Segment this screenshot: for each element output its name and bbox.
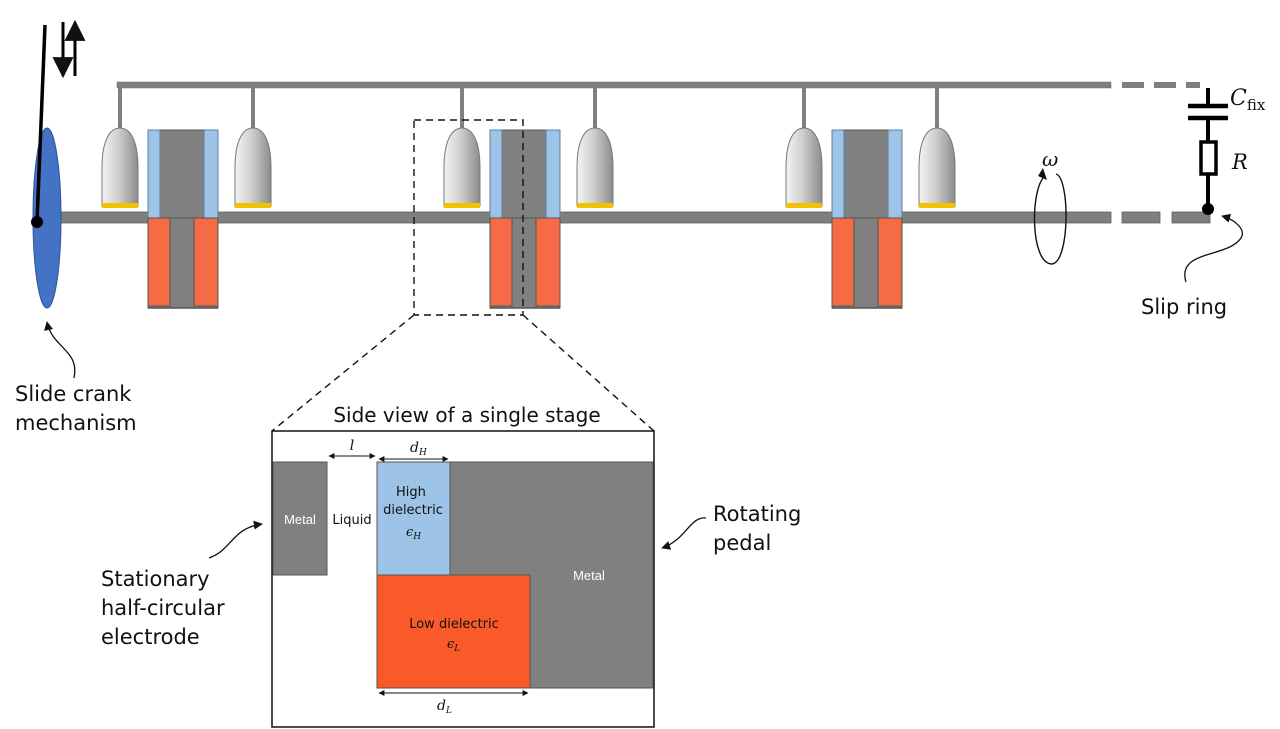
top-bus-dash-1 bbox=[1122, 82, 1144, 88]
slide-crank bbox=[31, 19, 86, 309]
cfix-label: Cfix bbox=[1230, 86, 1266, 114]
omega-label: ω bbox=[1042, 147, 1058, 171]
top-bus bbox=[116, 81, 1200, 89]
shaft-dash-2 bbox=[1171, 211, 1211, 224]
stage-2-electrode-right-tip bbox=[577, 203, 613, 208]
low-dielectric-block bbox=[376, 574, 531, 689]
epsilon-l-label: ϵL bbox=[447, 637, 460, 654]
high-dielectric-block bbox=[376, 461, 451, 576]
dim-l-label: l bbox=[350, 438, 354, 454]
stage-1-electrode-right-tip bbox=[235, 203, 271, 208]
shaft-dash-1 bbox=[1121, 211, 1161, 224]
r-label: R bbox=[1231, 150, 1248, 174]
top-bus-rod bbox=[116, 81, 1112, 89]
stage-2-pedal-blue-right bbox=[545, 129, 561, 219]
stage-1-pedal-orange-left bbox=[147, 217, 171, 307]
rotation-indicator: ω bbox=[1033, 147, 1067, 265]
rotating-pedal-label: Rotating pedal bbox=[713, 502, 808, 555]
stages bbox=[101, 88, 956, 309]
stage-3-electrode-left-tip bbox=[786, 203, 822, 208]
zoom-line-left bbox=[271, 314, 415, 432]
side-view-inset: Side view of a single stage Metal Liquid… bbox=[271, 403, 655, 728]
stage-2-pedal-blue-left bbox=[489, 129, 503, 219]
low-dielectric-label: Low dielectric bbox=[409, 617, 499, 632]
top-bus-dash-3 bbox=[1186, 82, 1200, 88]
resistor bbox=[1199, 140, 1218, 176]
stationary-electrode-pointer bbox=[208, 520, 263, 559]
crank-pivot bbox=[31, 216, 43, 228]
dim-dl-label: dL bbox=[437, 698, 452, 716]
slide-crank-callout: Slide crank mechanism bbox=[15, 321, 138, 435]
stage-1-pedal-blue-right bbox=[203, 129, 219, 219]
high-dielectric-label: High dielectric bbox=[383, 485, 443, 518]
zoom-line-right bbox=[522, 314, 655, 432]
liquid-label: Liquid bbox=[332, 513, 371, 528]
slip-ring-callout: Slip ring bbox=[1141, 213, 1243, 319]
crank-arm bbox=[35, 24, 47, 223]
stationary-metal-block bbox=[272, 461, 328, 576]
inset-title: Side view of a single stage bbox=[333, 403, 600, 427]
stage-3-pedal-orange-right bbox=[877, 217, 903, 307]
stage-3-electrode-left-body bbox=[785, 127, 823, 207]
stage-2-electrode-left-body bbox=[443, 127, 481, 207]
stage-3-electrode-right-body bbox=[918, 127, 956, 207]
slip-ring-pointer bbox=[1184, 213, 1243, 283]
stage-1-pedal-orange-right bbox=[193, 217, 219, 307]
rotating-pedal-callout: Rotating pedal bbox=[661, 502, 808, 555]
stage-3-pedal-blue-right bbox=[887, 129, 903, 219]
stage-3-pedal-orange-left bbox=[831, 217, 855, 307]
rotation-arrow-head bbox=[1038, 168, 1047, 180]
stationary-metal-label: Metal bbox=[284, 512, 316, 527]
stage-1-pedal-blue-left bbox=[147, 129, 161, 219]
slide-crank-pointer bbox=[44, 321, 76, 379]
rotating-pedal-pointer bbox=[661, 517, 707, 550]
stage-1-electrode-left-tip bbox=[102, 203, 138, 208]
stage-1-electrode-left-body bbox=[101, 127, 139, 207]
zoom-callout bbox=[271, 119, 655, 432]
stage-2-pedal-orange-right bbox=[535, 217, 561, 307]
slip-ring-label: Slip ring bbox=[1141, 295, 1227, 319]
stage-3-electrode-right-tip bbox=[919, 203, 955, 208]
stage-1-electrode-right-body bbox=[234, 127, 272, 207]
top-bus-dash-2 bbox=[1154, 82, 1176, 88]
rotation-arrow bbox=[1033, 173, 1067, 265]
stage-2-electrode-left-tip bbox=[444, 203, 480, 208]
zoom-selection-box bbox=[413, 119, 524, 316]
stationary-electrode-label: Stationary half-circular electrode bbox=[101, 567, 231, 649]
slide-crank-label: Slide crank mechanism bbox=[15, 382, 138, 435]
epsilon-h-label: ϵH bbox=[406, 525, 421, 542]
stage-2-electrode-right-body bbox=[576, 127, 614, 207]
load-circuit: Cfix R bbox=[1188, 86, 1266, 215]
slip-ring-node bbox=[1202, 203, 1214, 215]
dim-dh-label: dH bbox=[410, 440, 427, 458]
stage-2-pedal-orange-left bbox=[489, 217, 513, 307]
stage-3-pedal-blue-left bbox=[831, 129, 845, 219]
pedal-metal-label: Metal bbox=[573, 568, 605, 583]
stationary-electrode-callout: Stationary half-circular electrode bbox=[101, 520, 263, 649]
